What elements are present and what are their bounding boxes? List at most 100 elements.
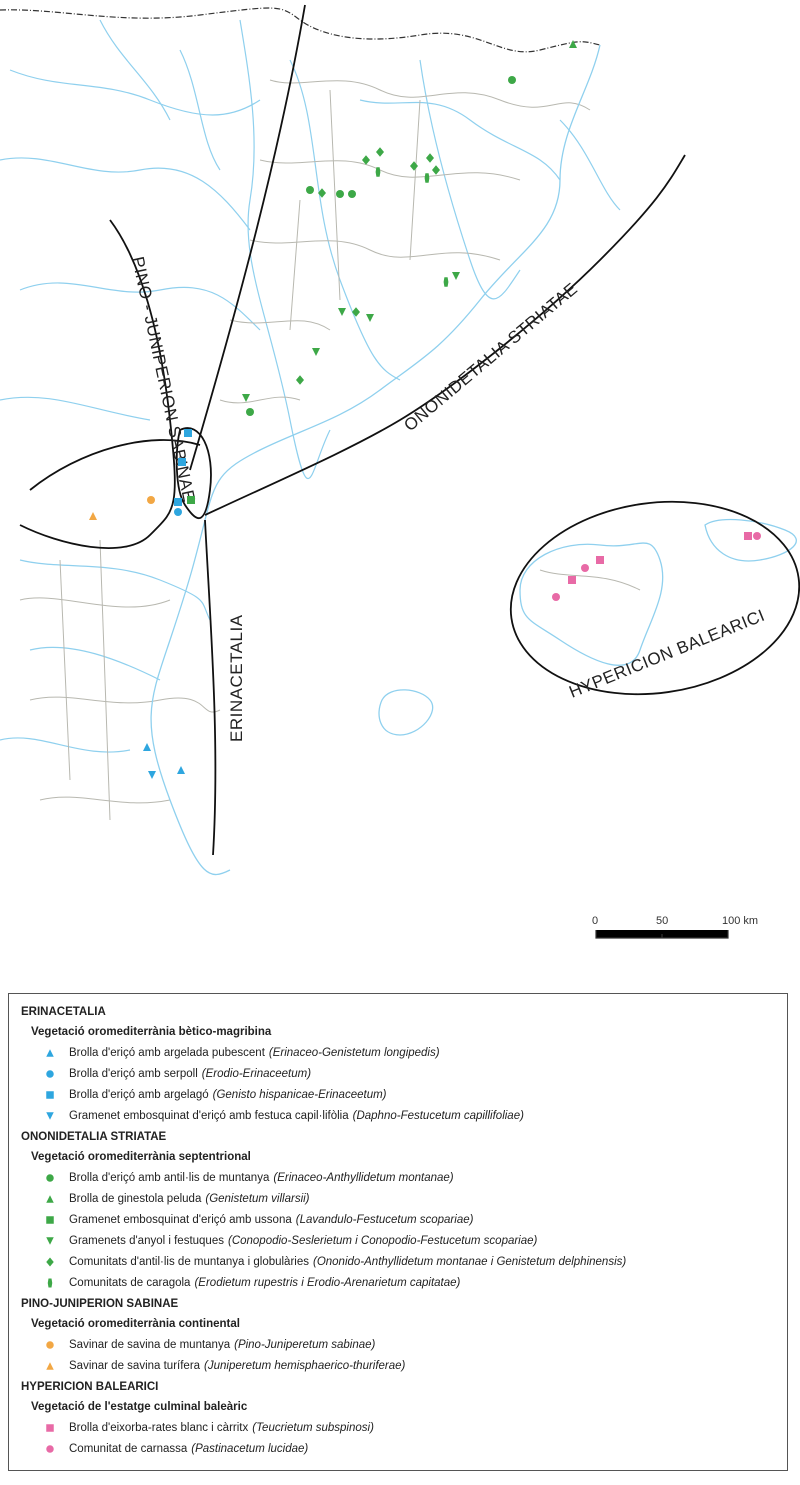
legend-item-scientific-name: (Genisto hispanicae-Erinaceetum) <box>212 1089 387 1101</box>
legend-item-label: Brolla de ginestola peluda <box>69 1193 202 1205</box>
pink-square-icon <box>46 1424 54 1432</box>
mallorca-island <box>519 542 664 666</box>
legend-item-scientific-name: (Juniperetum hemisphaerico-thuriferae) <box>204 1360 406 1372</box>
green-diamond-icon <box>46 1257 54 1267</box>
legend-item-scientific-name: (Pastinacetum lucidae) <box>191 1443 309 1455</box>
legend-item-label: Brolla d'eixorba-rates blanc i càrritx <box>69 1422 249 1434</box>
blue-square-marker <box>174 498 182 506</box>
green-caragola-marker <box>375 167 381 177</box>
green-down-triangle-marker <box>338 308 346 316</box>
admin-borders <box>19 79 641 821</box>
legend: ERINACETALIA Vegetació oromediterrània bè… <box>8 993 788 1471</box>
vegetation-map: PINO - JUNIPERION SABINAE ERINACETALIA O… <box>0 4 800 939</box>
legend-item-label: Savinar de savina turífera <box>69 1360 201 1372</box>
legend-item: Brolla d'eriçó amb antil·lis de muntanya… <box>45 1172 775 1184</box>
legend-item-scientific-name: (Lavandulo-Festucetum scopariae) <box>295 1214 474 1226</box>
legend-group-subtitle: Vegetació oromediterrània continental <box>31 1318 240 1330</box>
legend-item-scientific-name: (Daphno-Festucetum capillifoliae) <box>352 1110 524 1122</box>
green-triangle-marker <box>569 40 577 48</box>
green-down-triangle-marker <box>452 272 460 280</box>
legend-item: Savinar de savina de muntanya(Pino-Junip… <box>45 1339 775 1351</box>
green-diamond-marker <box>376 147 384 157</box>
scale-bar: 0 50 100 km <box>592 915 758 939</box>
green-circle-marker <box>336 190 344 198</box>
legend-item: Brolla d'eriçó amb serpoll(Erodio-Erinac… <box>45 1068 775 1080</box>
blue-triangle-icon <box>46 1049 54 1057</box>
green-down-triangle-marker <box>242 394 250 402</box>
legend-group-subtitle: Vegetació de l'estatge culminal baleàric <box>31 1401 248 1413</box>
legend-group-title: ONONIDETALIA STRIATAE <box>21 1131 167 1143</box>
legend-item-scientific-name: (Genistetum villarsii) <box>205 1193 310 1205</box>
legend-item-label: Brolla d'eriçó amb antil·lis de muntanya <box>69 1172 270 1184</box>
legend-item-scientific-name: (Ononido-Anthyllidetum montanae i Genist… <box>312 1256 627 1268</box>
green-diamond-marker <box>296 375 304 385</box>
legend-group-subtitle: Vegetació oromediterrània septentrional <box>31 1151 251 1163</box>
legend-item-label: Gramenet embosquinat d'eriçó amb ussona <box>69 1214 292 1226</box>
green-caragola-icon <box>47 1278 53 1288</box>
legend-item: Comunitats de caragola(Erodietum rupestr… <box>45 1277 775 1289</box>
green-diamond-marker <box>318 188 326 198</box>
legend-group-subtitle: Vegetació oromediterrània bètico-magribi… <box>31 1026 272 1038</box>
legend-item-label: Brolla d'eriçó amb argelagó <box>69 1089 209 1101</box>
scale-label-100: 100 km <box>722 915 758 927</box>
scale-label-0: 0 <box>592 915 598 927</box>
legend-item-scientific-name: (Erinaceo-Anthyllidetum montanae) <box>273 1172 454 1184</box>
legend-item: Brolla d'eixorba-rates blanc i càrritx(T… <box>45 1422 775 1434</box>
legend-item-scientific-name: (Conopodio-Seslerietum i Conopodio-Festu… <box>227 1235 538 1247</box>
legend-item: Brolla de ginestola peluda(Genistetum vi… <box>45 1193 775 1205</box>
coastline <box>150 44 797 876</box>
green-down-triangle-icon <box>46 1237 54 1245</box>
legend-item: Brolla d'eriçó amb argelada pubescent(Er… <box>45 1047 775 1059</box>
pink-circle-marker <box>581 564 589 572</box>
legend-item-scientific-name: (Erodietum rupestris i Erodio-Arenarietu… <box>194 1277 461 1289</box>
blue-square-marker <box>184 429 192 437</box>
national-border <box>0 7 601 53</box>
blue-down-triangle-marker <box>148 771 156 779</box>
orange-circle-marker <box>147 496 155 504</box>
legend-item: Gramenet embosquinat d'eriçó amb ussona(… <box>45 1214 775 1226</box>
pink-square-marker <box>744 532 752 540</box>
label-ononidetalia: ONONIDETALIA STRIATAE <box>400 279 581 435</box>
green-down-triangle-marker <box>312 348 320 356</box>
blue-circle-icon <box>46 1070 54 1078</box>
green-square-icon <box>46 1216 54 1224</box>
pink-circle-marker <box>552 593 560 601</box>
green-caragola-marker <box>443 277 449 287</box>
orange-circle-icon <box>46 1341 54 1349</box>
green-circle-marker <box>246 408 254 416</box>
green-down-triangle-marker <box>366 314 374 322</box>
region-boundaries <box>19 4 800 856</box>
legend-group-title: ERINACETALIA <box>21 1006 106 1018</box>
map-markers <box>89 40 761 779</box>
pink-square-marker <box>596 556 604 564</box>
pink-square-marker <box>568 576 576 584</box>
legend-group-title: PINO-JUNIPERION SABINAE <box>21 1298 179 1310</box>
label-erinacetalia: ERINACETALIA <box>227 614 246 742</box>
legend-item: Gramenet embosquinat d'eriçó amb festuca… <box>45 1110 775 1122</box>
green-diamond-marker <box>362 155 370 165</box>
green-caragola-marker <box>424 173 430 183</box>
green-diamond-marker <box>410 161 418 171</box>
green-circle-marker <box>306 186 314 194</box>
label-hypericion: HYPERICION BALEARICI <box>566 606 767 702</box>
green-circle-icon <box>46 1174 54 1182</box>
menorca-island <box>704 518 797 562</box>
green-square-marker <box>187 496 195 504</box>
legend-item-label: Savinar de savina de muntanya <box>69 1339 231 1351</box>
eivissa-island <box>378 689 434 736</box>
legend-item-label: Gramenet embosquinat d'eriçó amb festuca… <box>69 1110 349 1122</box>
blue-square-marker <box>178 458 186 466</box>
blue-circle-marker <box>174 508 182 516</box>
legend-item-label: Comunitats d'antil·lis de muntanya i glo… <box>69 1256 309 1268</box>
legend-item-label: Brolla d'eriçó amb serpoll <box>69 1068 198 1080</box>
legend-item-scientific-name: (Erinaceo-Genistetum longipedis) <box>268 1047 440 1059</box>
pink-circle-icon <box>46 1445 54 1453</box>
label-pino-juniperion: PINO - JUNIPERION SABINAE <box>128 255 199 504</box>
green-circle-marker <box>508 76 516 84</box>
orange-triangle-marker <box>89 512 97 520</box>
legend-item-label: Comunitats de caragola <box>69 1277 191 1289</box>
legend-group-title: HYPERICION BALEARICI <box>21 1381 159 1393</box>
legend-item: Savinar de savina turífera(Juniperetum h… <box>45 1360 775 1372</box>
blue-square-icon <box>46 1091 54 1099</box>
green-circle-marker <box>348 190 356 198</box>
